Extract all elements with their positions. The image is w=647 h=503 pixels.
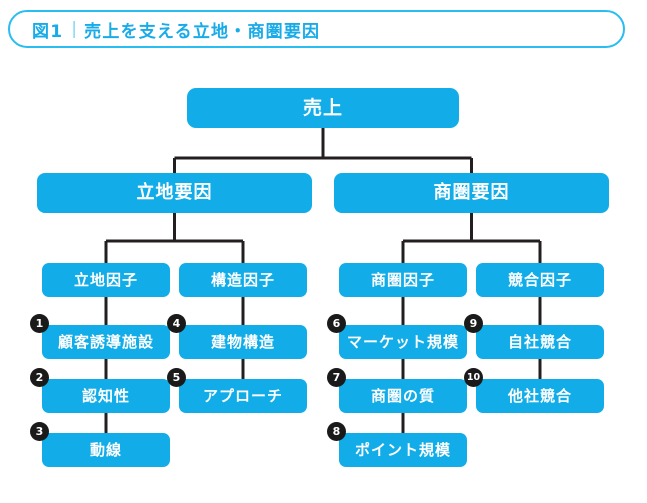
node-competition-element[interactable]: 競合因子 — [476, 263, 604, 297]
node-trade-area-factors[interactable]: 商圏要因 — [334, 173, 609, 213]
badge-number: 4 — [167, 314, 186, 333]
badge-number: 6 — [327, 314, 346, 333]
figure-title-bar: 図1 | 売上を支える立地・商圏要因 — [8, 10, 625, 48]
badge-number: 8 — [327, 422, 346, 441]
node-leaf-internal-competition[interactable]: 9 自社競合 — [464, 314, 604, 359]
node-label: 他社競合 — [507, 386, 572, 405]
node-label: ポイント規模 — [354, 440, 451, 459]
node-label: 商圏要因 — [433, 182, 510, 203]
node-label: マーケット規模 — [346, 332, 459, 351]
node-leaf-building-structure[interactable]: 4 建物構造 — [167, 314, 307, 359]
node-label: 認知性 — [81, 386, 130, 405]
node-leaf-market-size[interactable]: 6 マーケット規模 — [327, 314, 467, 359]
node-label: アプローチ — [202, 386, 283, 405]
node-label: 立地要因 — [136, 182, 213, 203]
node-structure-element[interactable]: 構造因子 — [179, 263, 307, 297]
node-label: 競合因子 — [507, 270, 572, 289]
node-root-sales[interactable]: 売上 — [187, 88, 459, 128]
node-label: 立地因子 — [73, 270, 138, 289]
node-label: 建物構造 — [210, 332, 275, 351]
node-leaf-traffic-line[interactable]: 3 動線 — [30, 422, 170, 467]
figure-title-label: 売上を支える立地・商圏要因 — [84, 21, 321, 42]
badge-number: 1 — [30, 314, 49, 333]
title-separator: | — [71, 19, 79, 39]
figure-title: 図1 | 売上を支える立地・商圏要因 — [32, 12, 320, 46]
node-label: 商圏の質 — [370, 386, 435, 405]
node-leaf-external-competition[interactable]: 10 他社競合 — [464, 368, 604, 413]
node-leaf-point-size[interactable]: 8 ポイント規模 — [327, 422, 467, 467]
badge-number: 2 — [30, 368, 49, 387]
node-label: 商圏因子 — [370, 270, 435, 289]
node-leaf-approach[interactable]: 5 アプローチ — [167, 368, 307, 413]
node-leaf-visibility[interactable]: 2 認知性 — [30, 368, 170, 413]
node-label: 動線 — [89, 440, 122, 459]
node-location-element[interactable]: 立地因子 — [42, 263, 170, 297]
node-label: 構造因子 — [210, 270, 275, 289]
badge-number: 3 — [30, 422, 49, 441]
node-leaf-trade-area-quality[interactable]: 7 商圏の質 — [327, 368, 467, 413]
badge-number: 10 — [464, 368, 483, 387]
node-label: 自社競合 — [507, 332, 572, 351]
figure-number: 図1 — [32, 21, 64, 42]
node-leaf-customer-attraction[interactable]: 1 顧客誘導施設 — [30, 314, 170, 359]
node-label: 売上 — [302, 96, 343, 119]
node-label: 顧客誘導施設 — [57, 332, 154, 351]
badge-number: 5 — [167, 368, 186, 387]
node-location-factors[interactable]: 立地要因 — [37, 173, 312, 213]
node-trade-area-element[interactable]: 商圏因子 — [339, 263, 467, 297]
badge-number: 7 — [327, 368, 346, 387]
badge-number: 9 — [464, 314, 483, 333]
